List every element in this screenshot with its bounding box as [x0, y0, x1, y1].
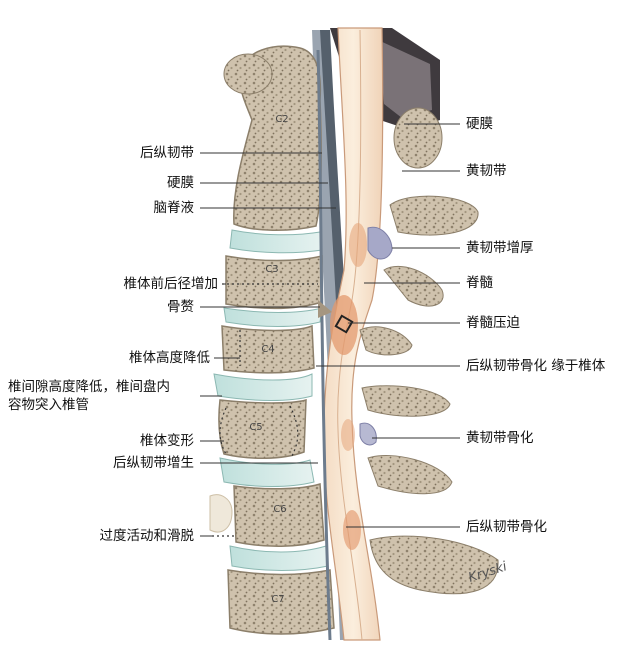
- slip-ghost: [209, 494, 233, 533]
- label-dura-right: 硬膜: [466, 116, 493, 132]
- label-olf: 黄韧带骨化: [466, 430, 534, 446]
- vertebra-name-c4: C4: [261, 344, 274, 355]
- label-deformity: 椎体变形: [140, 433, 194, 449]
- label-ligamentum-flavum-thickening: 黄韧带增厚: [466, 240, 534, 256]
- disc-c5-c6: [219, 457, 315, 487]
- label-opll-vertebral: 后纵韧带骨化 缘于椎体: [466, 358, 606, 374]
- label-height-loss: 椎体高度降低: [129, 350, 210, 366]
- label-posterior-longitudinal-ligament: 后纵韧带: [140, 145, 194, 161]
- c4-body: [221, 324, 315, 374]
- deformity-dots: [219, 405, 299, 457]
- label-ligamentum-flavum: 黄韧带: [466, 163, 507, 179]
- label-spinal-cord: 脊髓: [466, 275, 493, 291]
- label-csf: 脑脊液: [153, 200, 195, 216]
- odontoid: [223, 53, 273, 95]
- ligamentum-flavum-thick: [367, 226, 393, 260]
- label-osteophyte: 骨赘: [167, 299, 194, 315]
- osteophyte: [318, 300, 332, 318]
- right-leaders: [316, 123, 460, 528]
- compression-zone-2: [349, 223, 367, 267]
- disc-c4-c5: [213, 373, 313, 401]
- label-disc-line2: 容物突入椎管: [8, 397, 89, 413]
- label-ap-diameter: 椎体前后径增加: [123, 276, 219, 292]
- vertebra-name-c2: C2: [275, 114, 288, 125]
- vertebral-bodies: [209, 45, 335, 635]
- disc-c6-c7: [229, 545, 329, 571]
- c7-body: [227, 569, 335, 635]
- vertebra-name-c7: C7: [271, 594, 284, 605]
- label-dura-left: 硬膜: [167, 175, 194, 191]
- posterior-membrane-light: [378, 40, 432, 118]
- disc-c2-c3: [229, 229, 323, 254]
- compression-zone: [330, 295, 358, 355]
- ossification-zone: [343, 510, 361, 550]
- posterior-elements: [359, 107, 499, 595]
- label-disc-line1: 椎间隙高度降低，椎间盘内: [8, 379, 170, 395]
- vertebra-name-c3: C3: [265, 264, 278, 275]
- disc-c3-c4: [223, 307, 323, 327]
- c6-body: [233, 483, 325, 547]
- label-plig-hyperplasia: 后纵韧带增生: [113, 455, 194, 471]
- ossification-zone-2: [341, 419, 355, 451]
- ligamentum-flavum-ossified: [359, 422, 377, 446]
- label-cord-compression: 脊髓压迫: [466, 315, 520, 331]
- left-leaders: [200, 152, 336, 537]
- compression-marker: [334, 314, 354, 334]
- vertebra-name-c6: C6: [273, 504, 286, 515]
- label-opll: 后纵韧带骨化: [466, 519, 547, 535]
- vertebra-name-c5: C5: [249, 422, 262, 433]
- label-hypermobility-slip: 过度活动和滑脱: [99, 528, 195, 544]
